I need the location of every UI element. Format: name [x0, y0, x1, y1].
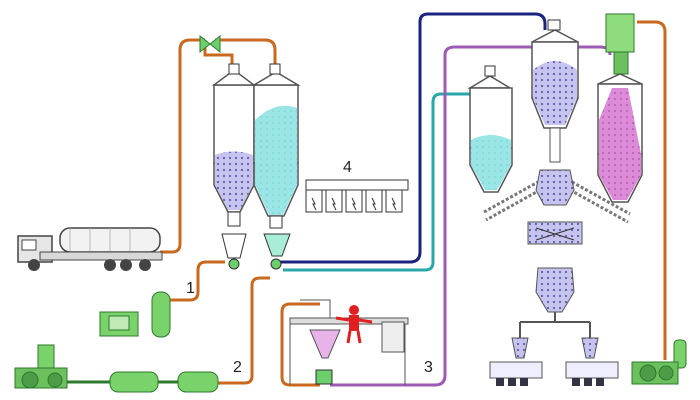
label-4: 4 — [343, 159, 352, 176]
orange-pipe-right — [637, 20, 667, 360]
teal-pipe — [283, 92, 470, 272]
control-panel-icon — [305, 179, 409, 213]
label-3: 3 — [424, 359, 433, 376]
right-blower-icon — [631, 339, 687, 385]
orange-pipe-truck-to-silo — [160, 38, 277, 254]
magenta-silo — [597, 13, 643, 203]
cyan-silo — [467, 65, 513, 193]
label-2: 2 — [233, 359, 242, 376]
lavender-silo — [531, 19, 579, 163]
horizontal-tank-2 — [177, 371, 219, 393]
horizontal-tank-1 — [109, 371, 159, 393]
mixing-hopper — [483, 169, 631, 313]
operator-figure-icon — [335, 305, 373, 344]
label-1: 1 — [186, 280, 195, 297]
bagging-stations — [489, 312, 619, 386]
blower-icon — [14, 344, 68, 389]
orange-pipe-line-2 — [218, 276, 270, 385]
left-silo-pair — [211, 63, 301, 270]
blue-pipe-top-loop — [280, 12, 547, 264]
orange-pipe-line-3 — [280, 302, 320, 387]
tanker-truck-icon — [17, 227, 163, 271]
orange-pipe-line-1 — [168, 260, 225, 302]
diverter-valve-icon — [199, 34, 221, 54]
air-receiver-tank — [99, 291, 171, 338]
